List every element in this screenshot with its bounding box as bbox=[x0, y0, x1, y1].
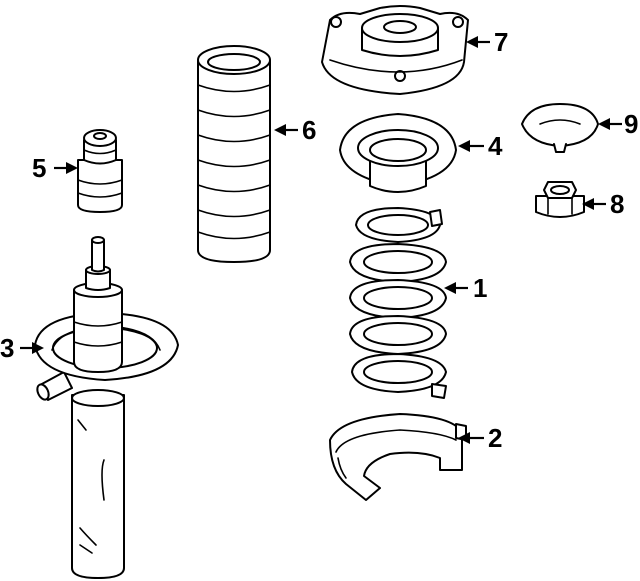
coil-spring bbox=[349, 207, 447, 399]
callout-9: 9 bbox=[624, 109, 638, 139]
callout-1: 1 bbox=[473, 273, 487, 303]
callout-3: 3 bbox=[0, 333, 14, 363]
callout-8: 8 bbox=[610, 189, 624, 219]
callout-7: 7 bbox=[494, 27, 508, 57]
callout-5: 5 bbox=[32, 153, 46, 183]
bump-stop bbox=[77, 129, 123, 213]
callout-6: 6 bbox=[302, 115, 316, 145]
dust-boot bbox=[197, 45, 271, 263]
upper-spring-seat bbox=[339, 113, 457, 193]
lower-spring-pad bbox=[329, 413, 467, 501]
callout-leaders bbox=[20, 36, 622, 444]
strut-assembly bbox=[34, 236, 179, 579]
callout-4: 4 bbox=[488, 131, 503, 161]
strut-mount bbox=[321, 5, 469, 95]
cap bbox=[521, 103, 599, 153]
callout-2: 2 bbox=[488, 423, 502, 453]
nut bbox=[535, 181, 585, 218]
